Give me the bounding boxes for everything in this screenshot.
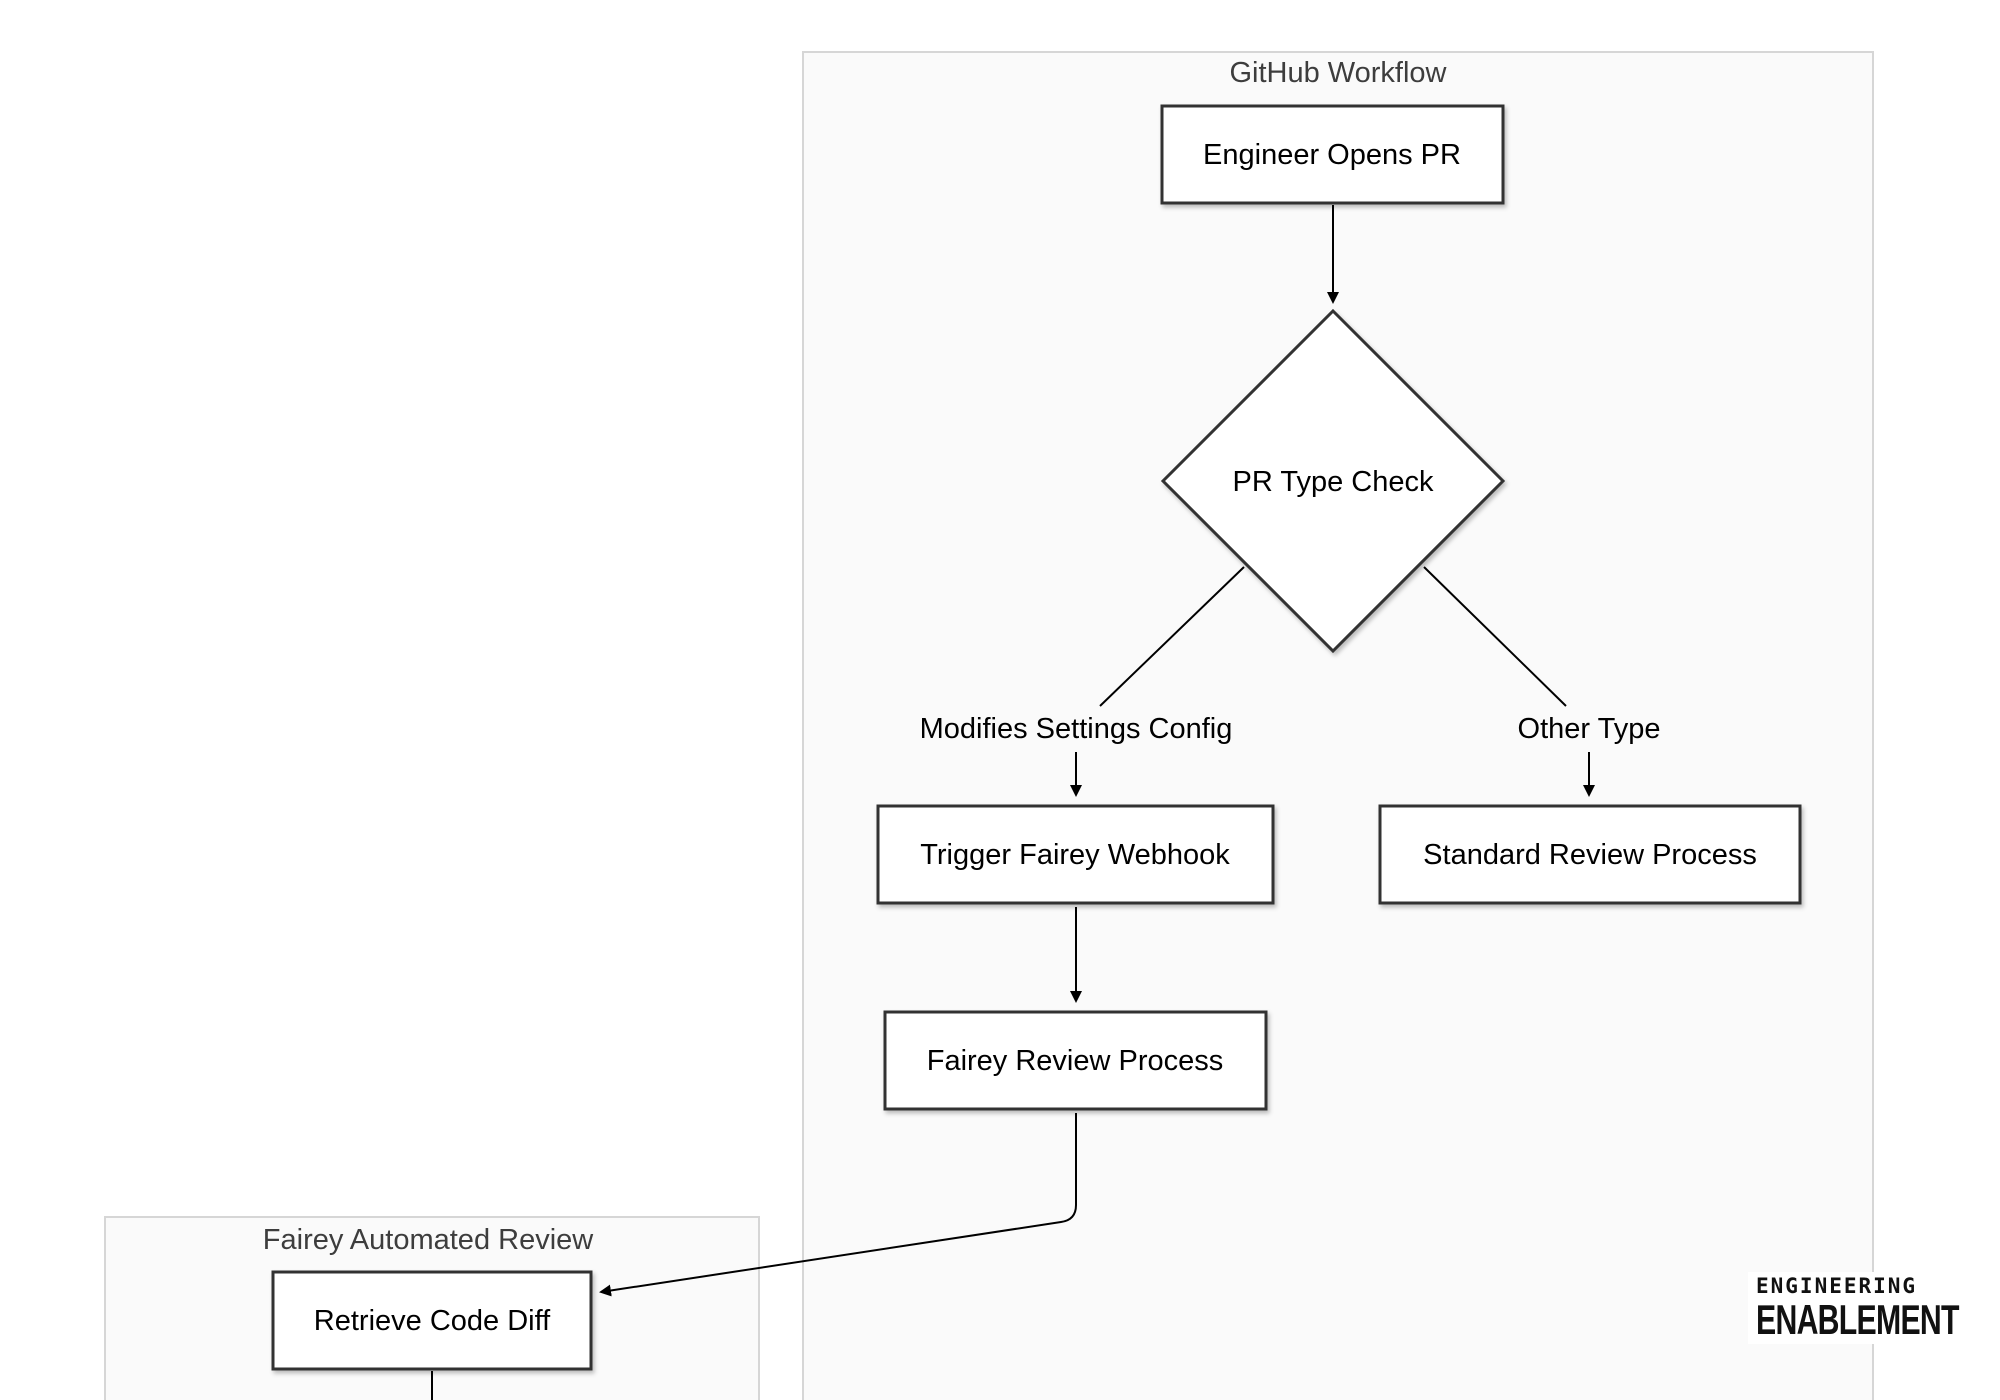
node-trigger-fairey-webhook-label: Trigger Fairey Webhook [920,839,1230,871]
node-pr-type-check: PR Type Check [1160,308,1506,654]
node-retrieve-code-diff-label: Retrieve Code Diff [314,1305,551,1337]
edge-fairey-review-to-retrieve-diff [599,1113,1077,1297]
cluster-github-title: GitHub Workflow [1229,57,1447,89]
logo-line-enablement: ENABLEMENT [1756,1296,1960,1343]
node-standard-review-process: Standard Review Process [1378,804,1802,905]
node-pr-type-check-label: PR Type Check [1233,466,1434,498]
edge-label-modifies-settings-config: Modifies Settings Config [920,713,1233,745]
edges [431,205,1595,1400]
edge-label-other-type: Other Type [1518,713,1661,745]
node-engineer-opens-pr-box [1160,104,1505,205]
node-fairey-review-process: Fairey Review Process [883,1010,1268,1111]
node-fairey-review-process-box [883,1010,1268,1111]
node-pr-type-check-diamond [1160,308,1506,654]
cluster-fairey-title: Fairey Automated Review [263,1224,594,1256]
node-standard-review-process-box [1378,804,1802,905]
engineering-enablement-logo: ENGINEERING ENABLEMENT [1748,1272,1960,1344]
node-retrieve-code-diff-box [271,1270,593,1371]
edge-type-check-to-other-label [1423,566,1567,707]
node-trigger-fairey-webhook-box [876,804,1275,905]
logo-line-engineering: ENGINEERING [1756,1274,1918,1298]
node-engineer-opens-pr-label: Engineer Opens PR [1203,139,1461,171]
node-trigger-fairey-webhook: Trigger Fairey Webhook [876,804,1275,905]
cluster-github-frame [802,51,1874,1400]
node-standard-review-process-label: Standard Review Process [1423,839,1757,871]
node-retrieve-code-diff: Retrieve Code Diff [271,1270,593,1371]
node-engineer-opens-pr: Engineer Opens PR [1160,104,1505,205]
node-fairey-review-process-label: Fairey Review Process [927,1045,1224,1077]
cluster-github-workflow: GitHub Workflow [802,51,1874,1400]
edge-type-check-to-settings-label [1099,566,1245,707]
